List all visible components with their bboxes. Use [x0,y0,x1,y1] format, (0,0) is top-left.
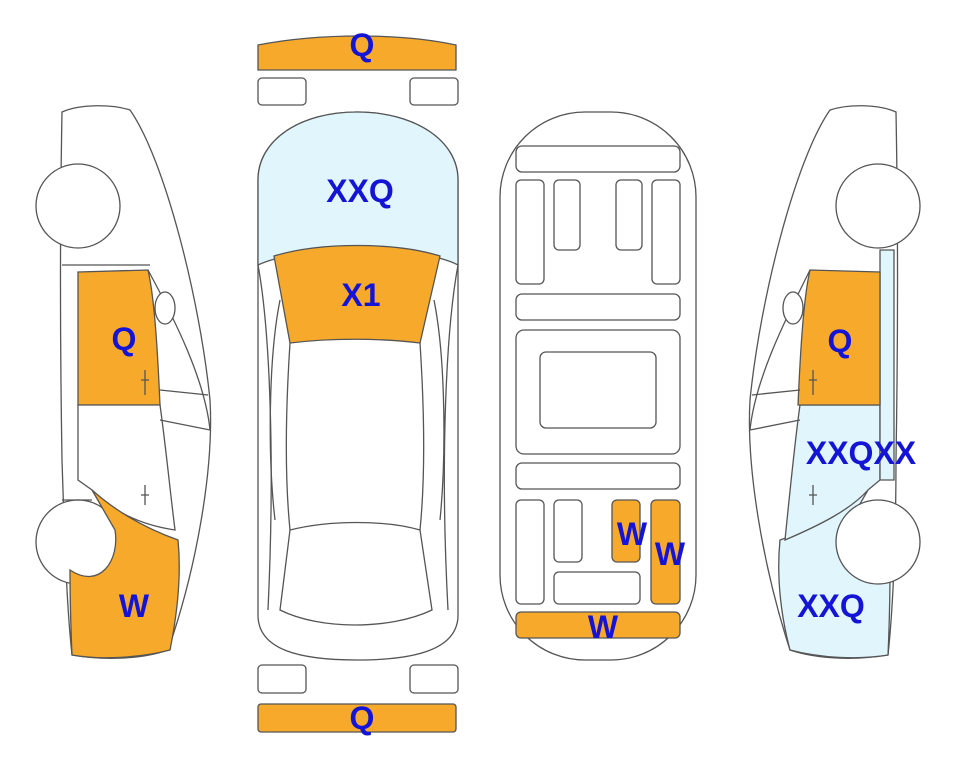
label-floor-seat-2: W [655,536,686,572]
floor-seat-1-panel[interactable] [611,499,641,563]
label-left-rear-quarter: W [119,588,150,624]
label-windshield: X1 [341,277,380,313]
windshield-panel[interactable] [273,244,441,344]
label-floor-seat-1: W [617,516,648,552]
right-rear-door-panel[interactable] [784,404,881,542]
right-taillight[interactable] [409,664,459,694]
right-front-wheel[interactable] [835,163,921,249]
label-left-front-door: Q [112,321,137,357]
front-bumper-panel[interactable] [257,35,457,71]
label-right-rear-door: XXQXX [806,435,917,471]
label-hood: XXQ [326,173,394,209]
top-view [257,35,459,733]
label-rear-bumper: Q [350,700,375,736]
right-side-view [748,105,921,659]
floor-rear-panel[interactable] [515,611,681,639]
left-side-view [35,105,212,659]
label-right-rear-quarter: XXQ [797,588,865,624]
rear-bumper-panel[interactable] [257,703,457,733]
right-front-door-panel[interactable] [797,269,881,406]
label-floor-rear: W [588,609,619,645]
left-front-wheel[interactable] [35,163,121,249]
right-headlight[interactable] [409,77,459,106]
label-right-front-door: Q [828,323,853,359]
left-rear-quarter-panel[interactable] [69,489,180,659]
left-taillight[interactable] [257,664,307,694]
right-rear-wheel[interactable] [835,499,921,585]
left-headlight[interactable] [257,77,307,106]
floor-seat-2-panel[interactable] [650,499,681,605]
label-front-bumper: Q [350,27,375,63]
panel-labels: Q XXQ X1 Q Q W W W W Q XXQXX XXQ [112,27,917,736]
floor-view [499,111,697,661]
